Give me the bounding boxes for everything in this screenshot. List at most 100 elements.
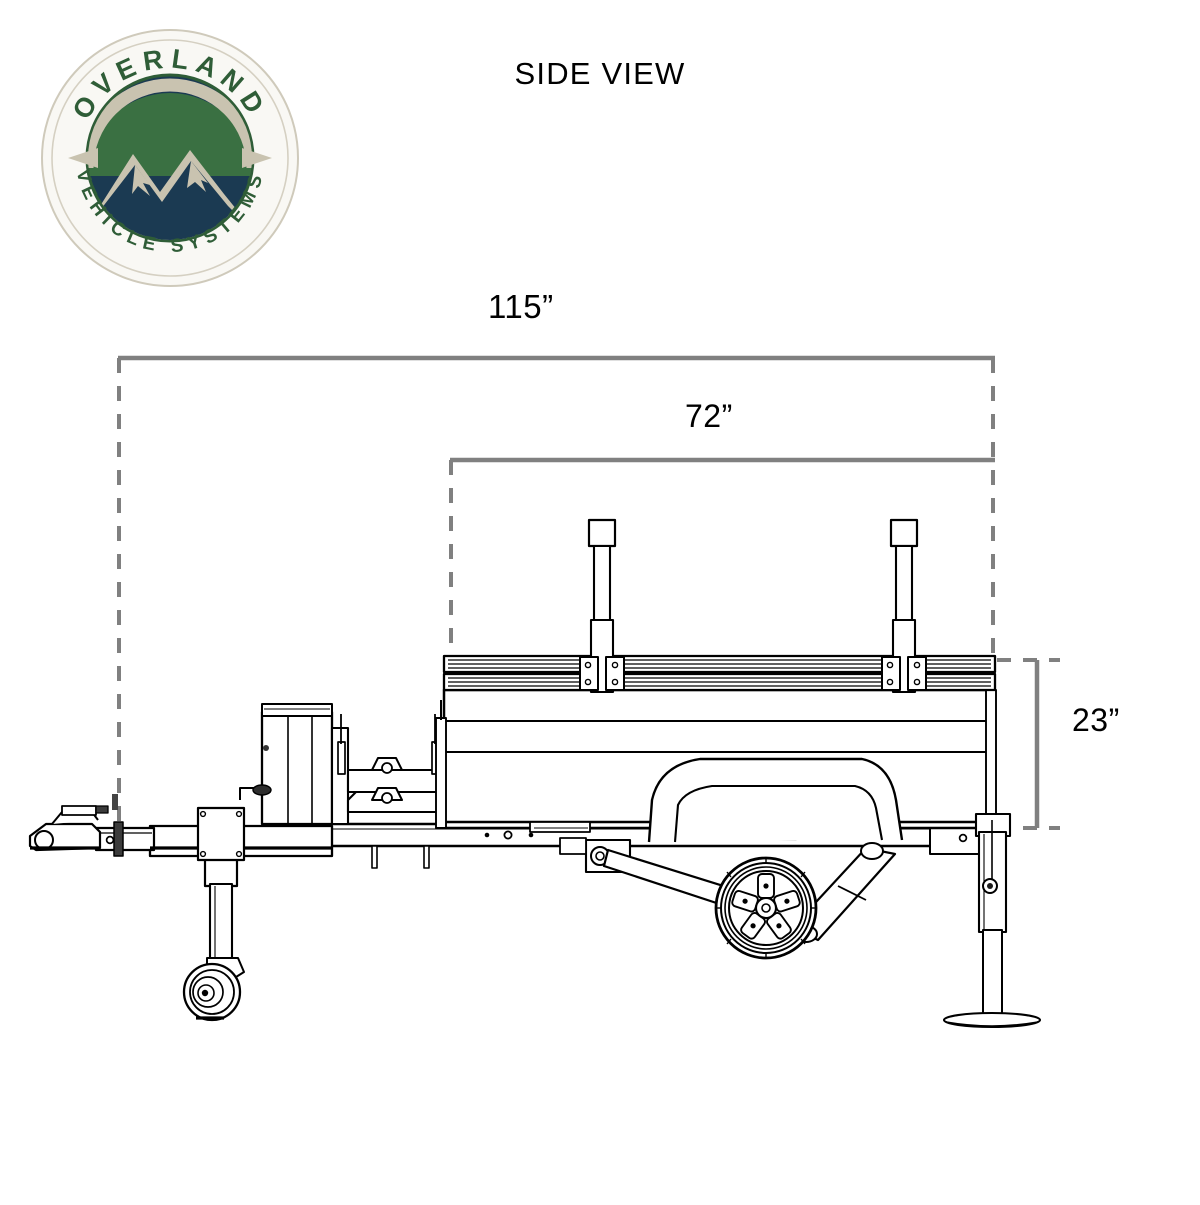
jack-wheel-inner: [189, 969, 235, 1015]
shackle-tab-upper: [371, 757, 403, 771]
bracket-rail-lower: [346, 790, 446, 814]
wheel-tire-outer: [714, 856, 818, 960]
logo-mountain-front: [88, 161, 252, 240]
upright-front-clamp-right: [605, 656, 625, 691]
chassis-rivet: [528, 832, 534, 838]
logo-inner-ring-line: [51, 39, 289, 277]
wheel-spoke: [757, 873, 775, 899]
lug-nut: [763, 883, 769, 889]
rear-stabilizer-leg: [942, 812, 1042, 1029]
dimension-label-overall-length: 115”: [488, 288, 554, 325]
swivel-bolt: [199, 810, 207, 818]
roof-rail-upper: [442, 654, 997, 674]
swivel-bolt: [199, 850, 207, 858]
company-logo: OVERLAND VEHICLE SYSTEMS: [38, 26, 302, 290]
wheel-spoke: [766, 912, 792, 940]
page-title: SIDE VIEW: [514, 56, 686, 91]
jack-inner-tube: [208, 882, 234, 962]
tongue-hole: [105, 835, 115, 845]
wheel-rim: [728, 870, 804, 946]
logo-arc-swoosh: [88, 78, 252, 169]
logo-svg: OVERLAND VEHICLE SYSTEMS: [41, 29, 299, 287]
upright-front-clamp-left: [579, 656, 599, 691]
upright-rear-clamp-left: [881, 656, 901, 691]
dimension-label-body-height: 23”: [1072, 702, 1120, 738]
lug-nut: [742, 898, 748, 904]
logo-left-arrow-icon: [68, 148, 98, 168]
misc-hardware: [529, 821, 591, 855]
trailing-arm: [602, 848, 764, 918]
stabilizer-lock-pin: [987, 883, 993, 889]
lug-nut: [776, 923, 782, 929]
lug-nut: [750, 923, 756, 929]
chain-tab: [112, 794, 118, 810]
jack-wheel-hub-ring: [192, 976, 224, 1008]
jack-clamp: [204, 811, 238, 831]
fender-inner-edge: [673, 784, 884, 843]
suspension-pivot-bushing: [590, 846, 610, 866]
tank-spigot-arm: [239, 787, 258, 800]
shock-upper-mount: [860, 842, 884, 860]
clamp-bolt: [913, 678, 921, 686]
bracket-rail-upper: [346, 768, 444, 794]
jack-caster-fork: [206, 957, 245, 983]
fender-outer-edge: [647, 757, 904, 843]
stabilizer-top-clamp: [974, 812, 1012, 838]
tongue-hole: [79, 835, 89, 845]
swivel-bolt: [235, 810, 243, 818]
clamp-bolt: [584, 661, 592, 669]
clamp-bolt: [913, 661, 921, 669]
swivel-bolt: [235, 850, 243, 858]
tank-body: [260, 710, 334, 826]
chassis-tab: [751, 825, 797, 841]
lug-nut: [784, 898, 790, 904]
rear-mount-plate: [929, 821, 997, 855]
tongue-jack: [182, 810, 245, 1022]
front-tank-assembly: [239, 703, 350, 826]
wheel-spoke: [731, 889, 759, 913]
stabilizer-outer-tube: [977, 830, 1008, 934]
upright-front-cap: [587, 518, 617, 548]
jack-wheel-tire: [182, 962, 242, 1022]
rack-upright-rear: [881, 518, 927, 694]
clamp-bolt: [886, 661, 894, 669]
tongue-collar: [113, 821, 124, 857]
roof-rail-system: [442, 654, 997, 692]
dimension-label-body-length: 72”: [685, 398, 733, 434]
frame-pin: [423, 845, 430, 869]
wheel-spokes: [731, 873, 801, 940]
wheel-spoke: [740, 912, 766, 940]
logo-snowcap-left: [132, 165, 150, 196]
jack-outer-tube: [203, 810, 239, 888]
shackle-tab-lower: [371, 787, 403, 801]
coupler-body: [28, 822, 102, 852]
clamp-bolt: [611, 661, 619, 669]
upright-rear-upper-tube: [894, 544, 914, 624]
chassis-hole: [503, 830, 513, 840]
shock-absorber-body: [790, 846, 897, 942]
wheel-hub-cap: [754, 896, 778, 920]
fender-arch: [647, 757, 904, 843]
chassis-frame: [328, 821, 997, 869]
tank-spigot-knob: [252, 784, 272, 796]
slide-tray-lip: [529, 821, 591, 833]
logo-right-arrow-icon: [242, 148, 272, 168]
front-bracket-platform: [337, 714, 446, 814]
tank-riser: [330, 726, 350, 826]
tank-top-band: [261, 703, 333, 717]
roof-rail-lower: [442, 672, 997, 692]
frame-pin: [371, 845, 378, 869]
jack-wheel-axle: [201, 989, 209, 997]
logo-snowcap-right: [187, 161, 208, 192]
stabilizer-lock-knob: [982, 878, 998, 894]
support-rod-rear: [431, 741, 440, 775]
tongue-hole: [57, 835, 67, 845]
stabilizer-foot-underside: [945, 1021, 1039, 1027]
wheel-hub-center: [761, 903, 771, 913]
jack-wheel-hub: [197, 984, 215, 1002]
stabilizer-foot-pad: [942, 1011, 1042, 1029]
suspension-assembly: [584, 838, 897, 943]
trailer-wheel: [714, 856, 818, 960]
stabilizer-inner-tube: [982, 929, 1003, 1019]
